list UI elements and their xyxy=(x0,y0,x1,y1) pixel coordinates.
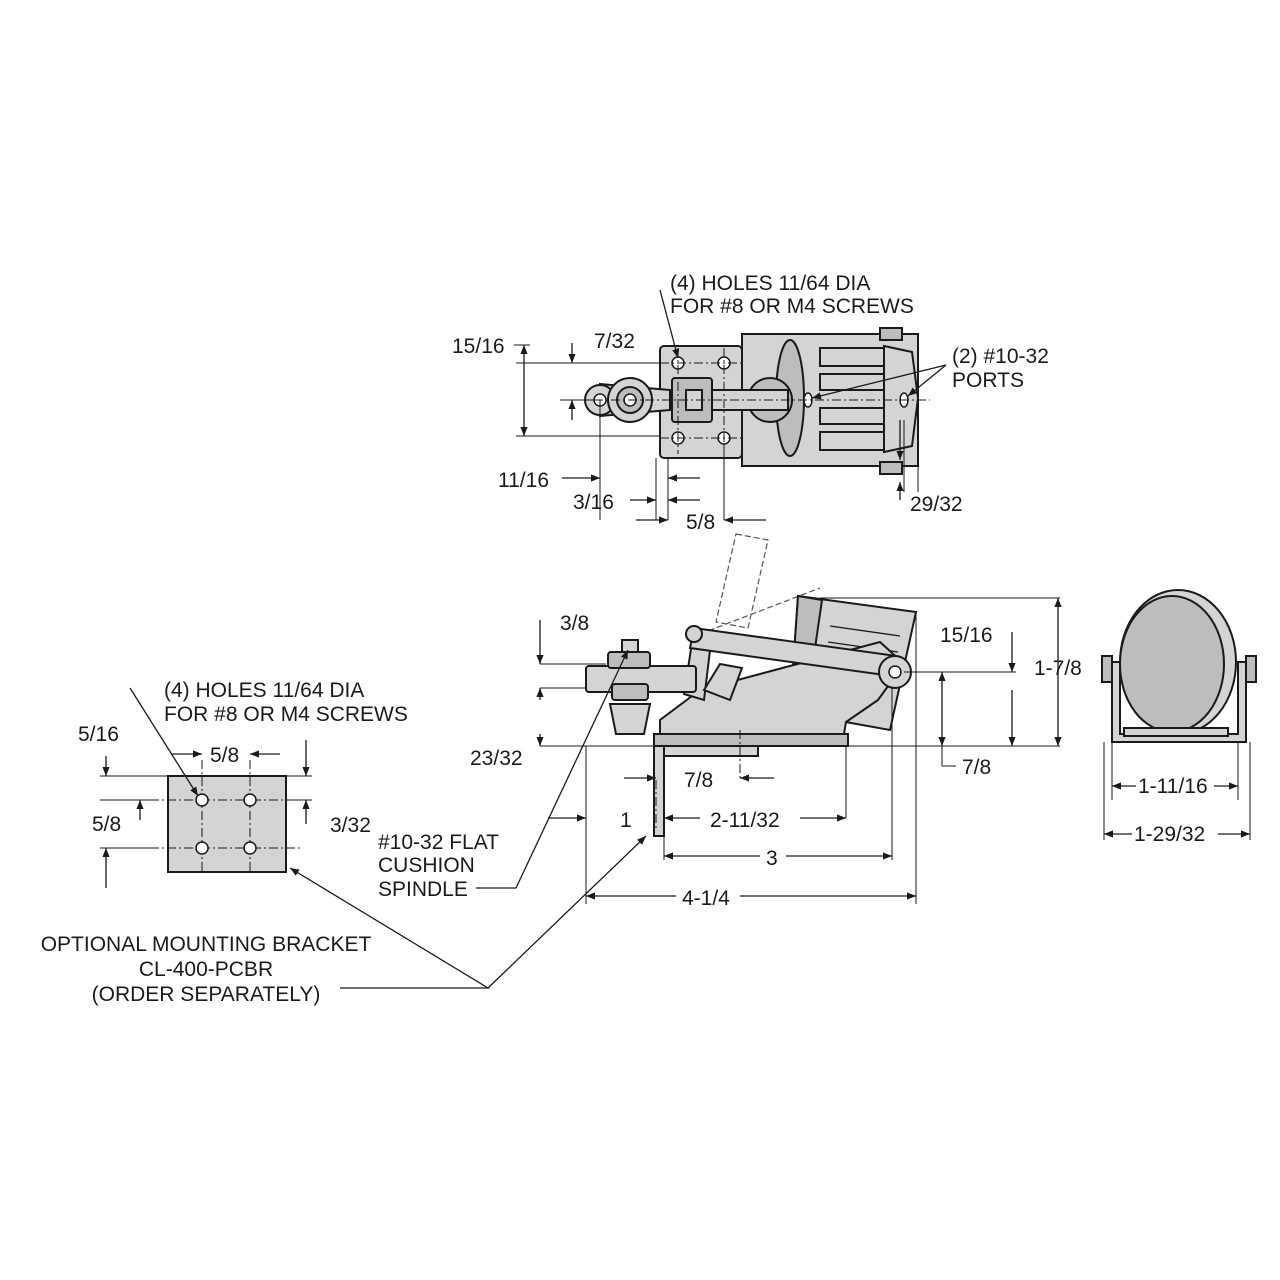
bracket-hole xyxy=(243,793,257,807)
side-view: 3/8 23/32 15/16 1-7/8 7/8 7/8 1 2-11/32 … xyxy=(378,533,1082,910)
side-spindle-cushion xyxy=(608,703,652,735)
dim-label: 7/8 xyxy=(684,769,713,792)
dim-label: 5/8 xyxy=(92,813,121,836)
open-position-ghost xyxy=(699,587,821,635)
bracket-hole xyxy=(243,841,257,855)
dim-label: 4-1/4 xyxy=(682,887,730,910)
dim-label: 23/32 xyxy=(470,747,523,770)
ports-note: PORTS xyxy=(952,369,1024,392)
open-position-ghost xyxy=(715,533,769,629)
bracket-note: CL-400-PCBR xyxy=(139,958,273,981)
holes-note: FOR #8 OR M4 SCREWS xyxy=(670,295,914,318)
dim-label: 3/16 xyxy=(573,491,614,514)
dim-label: 2-11/32 xyxy=(710,809,780,832)
bracket-note: (ORDER SEPARATELY) xyxy=(92,983,321,1006)
mounting-bracket: 5/16 5/8 5/8 3/32 (4) HOLES 11/64 DIA FO… xyxy=(41,679,647,1006)
side-spindle-nut-top xyxy=(607,651,651,669)
dim-label: 1 xyxy=(620,809,632,832)
spindle-note: SPINDLE xyxy=(378,878,468,901)
side-base-foot xyxy=(661,745,759,757)
top-tie-rod-1 xyxy=(819,347,885,367)
bracket-hole xyxy=(195,841,209,855)
side-link-arm xyxy=(702,662,744,702)
dim-label: 5/16 xyxy=(78,723,119,746)
dim-label: 7/32 xyxy=(594,330,635,353)
holes-note: FOR #8 OR M4 SCREWS xyxy=(164,703,408,726)
top-tie-rod-3 xyxy=(819,407,885,425)
dim-label: 5/8 xyxy=(686,511,715,534)
bracket-note: OPTIONAL MOUNTING BRACKET xyxy=(41,933,372,956)
dim-label: 15/16 xyxy=(452,335,505,358)
top-fitting-upper xyxy=(879,327,903,341)
dim-label: 1-7/8 xyxy=(1034,657,1082,680)
dim-label: 7/8 xyxy=(962,756,991,779)
top-view: 15/16 7/32 11/16 3/16 5/8 29/32 (4) HOLE… xyxy=(452,272,1049,534)
top-fitting-lower xyxy=(879,461,903,475)
side-cylinder-pivot-hole xyxy=(888,665,902,679)
end-fitting-left xyxy=(1101,655,1113,683)
bracket-hole xyxy=(195,793,209,807)
spindle-note: #10-32 FLAT xyxy=(378,831,499,854)
dim-label: 11/16 xyxy=(498,469,549,492)
dim-label: 3/32 xyxy=(330,814,371,837)
dim-label: 3 xyxy=(766,847,778,870)
bracket-plate xyxy=(167,775,287,873)
end-view: 1-11/16 1-29/32 xyxy=(1101,589,1257,846)
dim-label: 1-29/32 xyxy=(1134,823,1205,846)
holes-note: (4) HOLES 11/64 DIA xyxy=(670,272,870,295)
ports-note: (2) #10-32 xyxy=(952,345,1049,368)
end-fitting-right xyxy=(1245,655,1257,683)
top-tie-rod-4 xyxy=(819,431,885,451)
dim-label: 15/16 xyxy=(940,624,993,647)
dim-label: 3/8 xyxy=(560,612,589,635)
side-pivot xyxy=(685,625,703,643)
spindle-note: CUSHION xyxy=(378,854,475,877)
end-cylinder-inner xyxy=(1119,595,1225,733)
side-spindle-nut-bottom xyxy=(611,683,649,701)
holes-note: (4) HOLES 11/64 DIA xyxy=(164,679,364,702)
dim-label: 1-11/16 xyxy=(1138,775,1208,798)
end-base-plate xyxy=(1123,727,1229,737)
dim-label: 5/8 xyxy=(210,744,239,767)
side-base-flange xyxy=(653,733,849,747)
dim-label: 29/32 xyxy=(910,493,963,516)
